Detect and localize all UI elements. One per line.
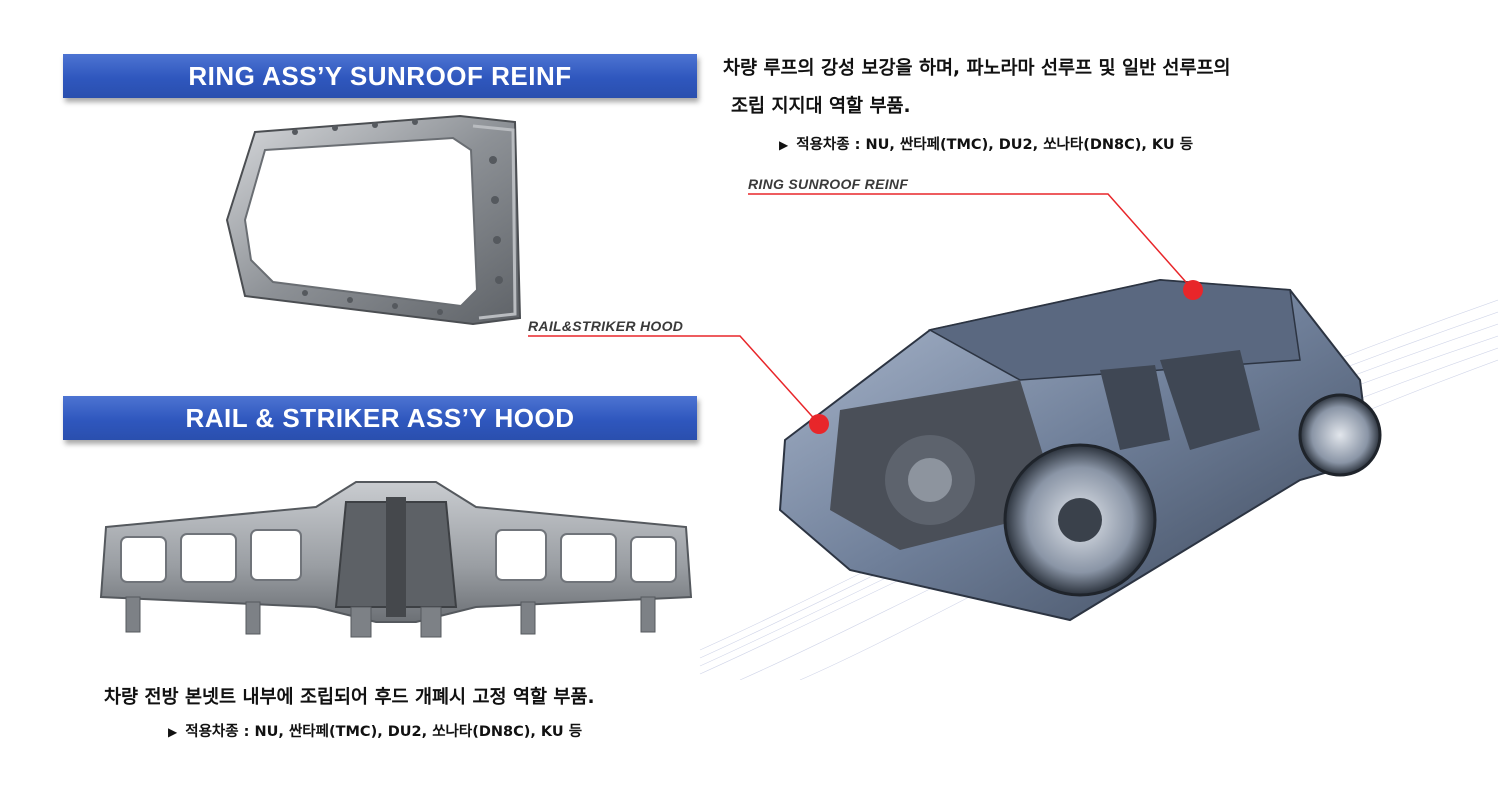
hood-part-banner: RAIL & STRIKER ASS’Y HOOD — [63, 396, 697, 440]
hood-rail-image — [99, 481, 693, 638]
hood-applicable-models: ▶ 적용차종 : NU, 싼타페(TMC), DU2, 쏘나타(DN8C), KU… — [168, 720, 582, 741]
hood-callout-label: RAIL&STRIKER HOOD — [528, 318, 684, 334]
sunroof-description-line2: 조립 지지대 역할 부품. — [731, 96, 911, 117]
sunroof-part-banner: RING ASS’Y SUNROOF REINF — [63, 54, 697, 98]
sunroof-ring-image — [225, 114, 522, 326]
hood-applicable-text: 적용차종 : NU, 싼타페(TMC), DU2, 쏘나타(DN8C), KU … — [185, 724, 583, 740]
sunroof-applicable-text: 적용차종 : NU, 싼타페(TMC), DU2, 쏘나타(DN8C), KU … — [796, 137, 1194, 153]
sunroof-description-line1: 차량 루프의 강성 보강을 하며, 파노라마 선루프 및 일반 선루프의 — [723, 58, 1231, 79]
hood-description: 차량 전방 본넷트 내부에 조립되어 후드 개폐시 고정 역할 부품. — [104, 687, 595, 708]
triangle-right-icon: ▶ — [168, 725, 178, 739]
sunroof-callout-label: RING SUNROOF REINF — [748, 176, 909, 192]
triangle-right-icon: ▶ — [779, 138, 789, 152]
sunroof-applicable-models: ▶ 적용차종 : NU, 싼타페(TMC), DU2, 쏘나타(DN8C), KU… — [779, 133, 1193, 154]
